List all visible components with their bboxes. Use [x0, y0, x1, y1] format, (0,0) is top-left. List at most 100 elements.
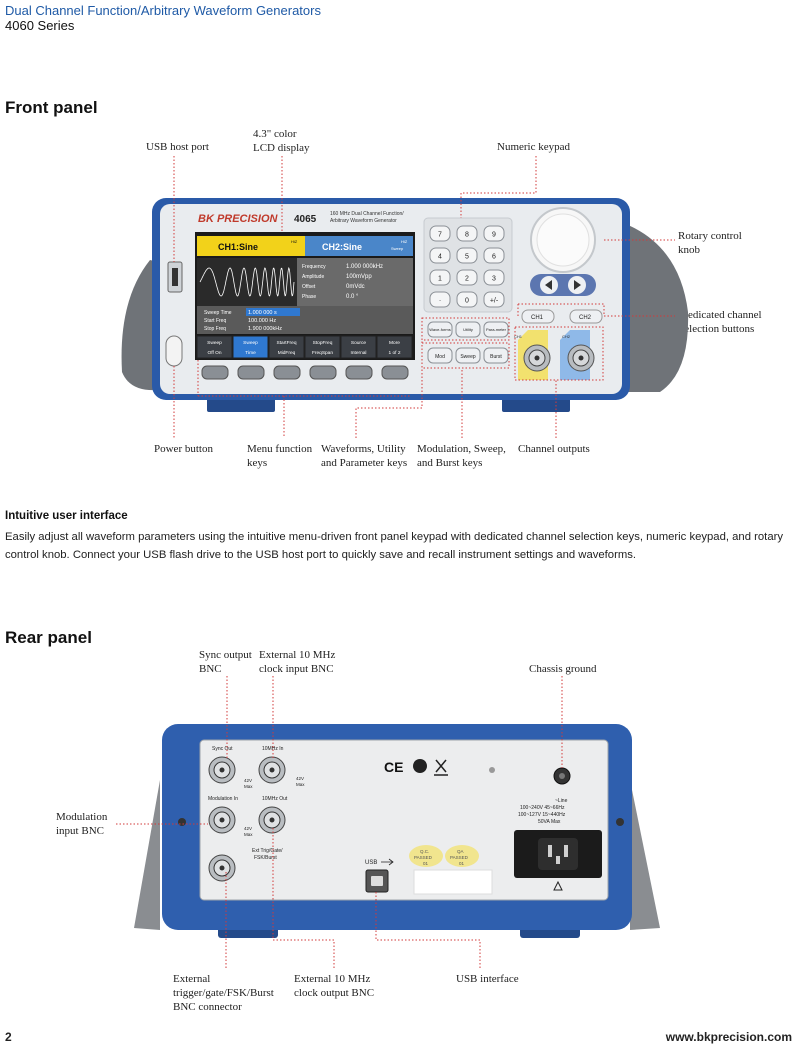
menu-softkey-cell: [304, 335, 341, 359]
keypad-key[interactable]: [456, 247, 478, 264]
ce-mark: CE: [384, 759, 403, 775]
menu-function-key[interactable]: [237, 365, 265, 380]
ext-trig-label-2: FSK/Burst: [254, 855, 277, 861]
keypad-key[interactable]: [429, 247, 451, 264]
callout-menu-line2: keys: [247, 457, 268, 469]
ch2-mode: Sweep: [391, 246, 404, 251]
usb-label: USB: [365, 860, 377, 866]
callout-channel-select: Dedicated channel selection buttons: [680, 308, 762, 336]
rear-bnc-connector[interactable]: [208, 806, 236, 834]
function-key[interactable]: [455, 321, 481, 338]
param-value: 0mVdc: [346, 284, 365, 290]
sweep-waveform: [199, 266, 295, 297]
menu-bottom-label: MidFreq: [278, 350, 296, 356]
keypad-key-label: 0: [465, 298, 469, 305]
ch1-output-bnc[interactable]: [523, 344, 551, 372]
callout-menu-line1: Menu function: [247, 443, 313, 455]
keypad-key[interactable]: [483, 247, 505, 264]
ch2-out-label: CH2: [562, 334, 571, 339]
usb-icon: [381, 858, 394, 866]
keypad-key[interactable]: [456, 269, 478, 286]
sweep-value: 100.000 Hz: [248, 318, 276, 324]
menu-top-label: More: [389, 340, 400, 346]
keypad-key-label: 2: [465, 276, 469, 283]
menu-softkey-cell: [196, 335, 233, 359]
keypad-key[interactable]: [483, 225, 505, 242]
callout-knob: Rotary control knob: [678, 229, 742, 257]
keypad-key[interactable]: [456, 225, 478, 242]
callout-chsel-line2: selection buttons: [680, 323, 755, 335]
keypad-key[interactable]: [429, 269, 451, 286]
series-title: Dual Channel Function/Arbitrary Waveform…: [5, 3, 321, 18]
callout-clock-out: External 10 MHz clock output BNC: [294, 972, 374, 1000]
function-key[interactable]: [483, 321, 509, 338]
keypad-key-label: +/-: [490, 298, 499, 305]
line-label-1: ~Line: [555, 798, 568, 804]
line-label-3: 100~127V 15~440Hz: [518, 812, 566, 818]
keypad-key[interactable]: [429, 225, 451, 242]
menu-top-label: Source: [351, 340, 367, 346]
mod-key[interactable]: [455, 347, 481, 364]
qc-label-1: Q.C.: [420, 849, 429, 854]
rear-bnc-connector[interactable]: [208, 854, 236, 882]
keypad-key[interactable]: [483, 269, 505, 286]
keypad-key-label: 1: [438, 276, 442, 283]
menu-bottom-label: 1 of 2: [388, 350, 400, 356]
ch1-out-label: CH1: [514, 334, 523, 339]
callout-modin-line2: input BNC: [56, 825, 104, 837]
qc-label-2: PASSED: [414, 855, 433, 860]
menu-function-key[interactable]: [273, 365, 301, 380]
keypad-key[interactable]: [456, 291, 478, 308]
ch1-select-label: CH1: [531, 315, 544, 321]
footer-url[interactable]: www.bkprecision.com: [665, 1030, 792, 1044]
ch2-output-bnc[interactable]: [567, 344, 595, 372]
keypad-key[interactable]: [429, 291, 451, 308]
rear-bnc-connector[interactable]: [258, 756, 286, 784]
keypad-key[interactable]: [483, 291, 505, 308]
sweep-label: Start Freq: [204, 318, 226, 324]
ch1-select-button[interactable]: [521, 309, 555, 324]
intro-heading: Intuitive user interface: [5, 510, 128, 522]
callout-channel-outputs: Channel outputs: [518, 443, 590, 455]
keypad-key-label: 7: [438, 232, 442, 239]
menu-function-key[interactable]: [345, 365, 373, 380]
menu-function-key[interactable]: [201, 365, 229, 380]
menu-softkey-cell: [232, 335, 269, 359]
qa-label-1: QA: [457, 849, 464, 854]
sweep-value: 1.000 000 s: [248, 310, 277, 316]
menu-bottom-label: FreqSpan: [312, 350, 333, 356]
sync-max-1: 42V: [244, 778, 252, 783]
line-label-4: 50VA Max: [538, 819, 561, 825]
mod-key[interactable]: [483, 347, 509, 364]
callout-waveform-keys: Waveforms, Utility and Parameter keys: [321, 442, 407, 470]
menu-function-key[interactable]: [381, 365, 409, 380]
rear-panel-heading: Rear panel: [5, 628, 92, 647]
modin-max-2: Max: [244, 832, 253, 837]
callout-sync-line1: Sync output: [199, 649, 252, 661]
callout-lcd-line1: 4.3" color: [253, 128, 297, 140]
rear-bnc-connector[interactable]: [258, 806, 286, 834]
ch2-select-button[interactable]: [569, 309, 603, 324]
function-key-label: Utility: [463, 327, 473, 332]
callout-sync-out: Sync output BNC: [199, 648, 252, 676]
callout-menu-keys: Menu function keys: [247, 442, 312, 470]
series-name: 4060 Series: [5, 18, 75, 33]
keypad-key-label: ·: [439, 298, 441, 305]
menu-top-label: Sweep: [243, 340, 258, 346]
rear-bnc-connector[interactable]: [208, 756, 236, 784]
callout-clkout-line1: External 10 MHz: [294, 973, 371, 985]
callout-trig-line2: trigger/gate/FSK/Burst: [173, 987, 274, 999]
callout-mod-keys: Modulation, Sweep, and Burst keys: [417, 442, 506, 470]
menu-function-key[interactable]: [309, 365, 337, 380]
mod-key[interactable]: [427, 347, 453, 364]
function-key-label: Para-meter: [486, 327, 507, 332]
sweep-label: Sweep Time: [204, 310, 232, 316]
ch2-tab: [305, 236, 413, 256]
function-key[interactable]: [427, 321, 453, 338]
brand-logo: BK PRECISION: [198, 213, 279, 225]
callout-chassis-ground: Chassis ground: [529, 663, 597, 675]
sweep-value: 1.900 000kHz: [248, 326, 282, 332]
